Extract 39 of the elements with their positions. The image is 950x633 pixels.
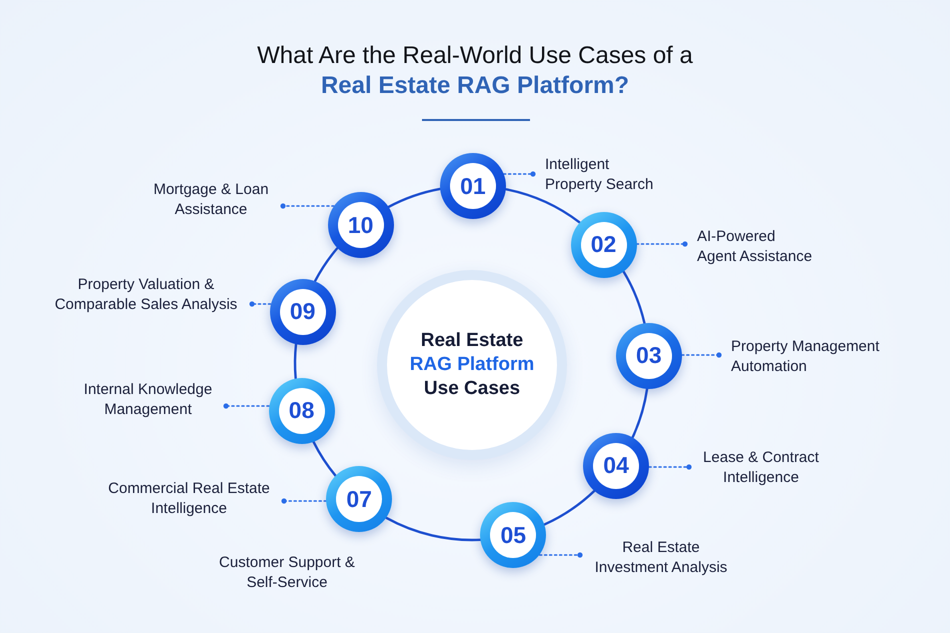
ring-arc xyxy=(294,342,298,380)
use-case-label: Lease & Contract Intelligence xyxy=(689,448,821,488)
leader-line xyxy=(249,301,272,307)
diagram-title: What Are the Real-World Use Cases of a Real Estate RAG Platform? xyxy=(257,41,693,101)
step-number: 08 xyxy=(288,399,314,422)
ring-arc xyxy=(622,270,646,324)
step-number: 01 xyxy=(460,174,486,198)
step-number: 04 xyxy=(603,454,629,478)
ring-arc xyxy=(386,188,442,208)
ring-arc xyxy=(631,388,648,438)
leader-line xyxy=(280,203,335,209)
step-number: 03 xyxy=(636,344,662,368)
use-case-label: Mortgage & Loan Assistance xyxy=(151,180,283,220)
leader-line xyxy=(502,171,536,177)
step-number: 10 xyxy=(348,214,374,237)
step-number: 05 xyxy=(500,524,526,547)
use-case-label: Customer Support & Self-Service xyxy=(218,553,356,593)
ring-arc xyxy=(385,516,482,541)
leader-line xyxy=(223,403,270,409)
use-case-label: Property Valuation & Comparable Sales Analysis xyxy=(52,275,252,315)
leader-line xyxy=(681,352,722,358)
use-case-label: Property Management Automation xyxy=(719,337,884,377)
leader-line xyxy=(648,464,692,470)
leader-line xyxy=(636,241,688,247)
use-case-label: Real Estate Investment Analysis xyxy=(580,538,730,578)
leader-line xyxy=(538,552,583,558)
ring-arc xyxy=(314,247,338,282)
ring-arc xyxy=(543,490,596,526)
ring-arc xyxy=(312,440,338,478)
use-case-label: Internal Knowledge Management xyxy=(82,380,226,420)
leader-line xyxy=(281,498,327,504)
step-number: 02 xyxy=(590,233,616,256)
step-number: 07 xyxy=(346,488,372,511)
use-case-label: AI-Powered Agent Assistance xyxy=(685,227,816,267)
center-title: Real Estate RAG Platform Use Cases xyxy=(410,329,534,401)
step-number: 09 xyxy=(290,300,316,324)
use-case-label: Commercial Real Estate Intelligence xyxy=(106,479,284,519)
ring-arc xyxy=(504,188,580,224)
use-case-label: Intelligent Property Search xyxy=(533,155,659,195)
